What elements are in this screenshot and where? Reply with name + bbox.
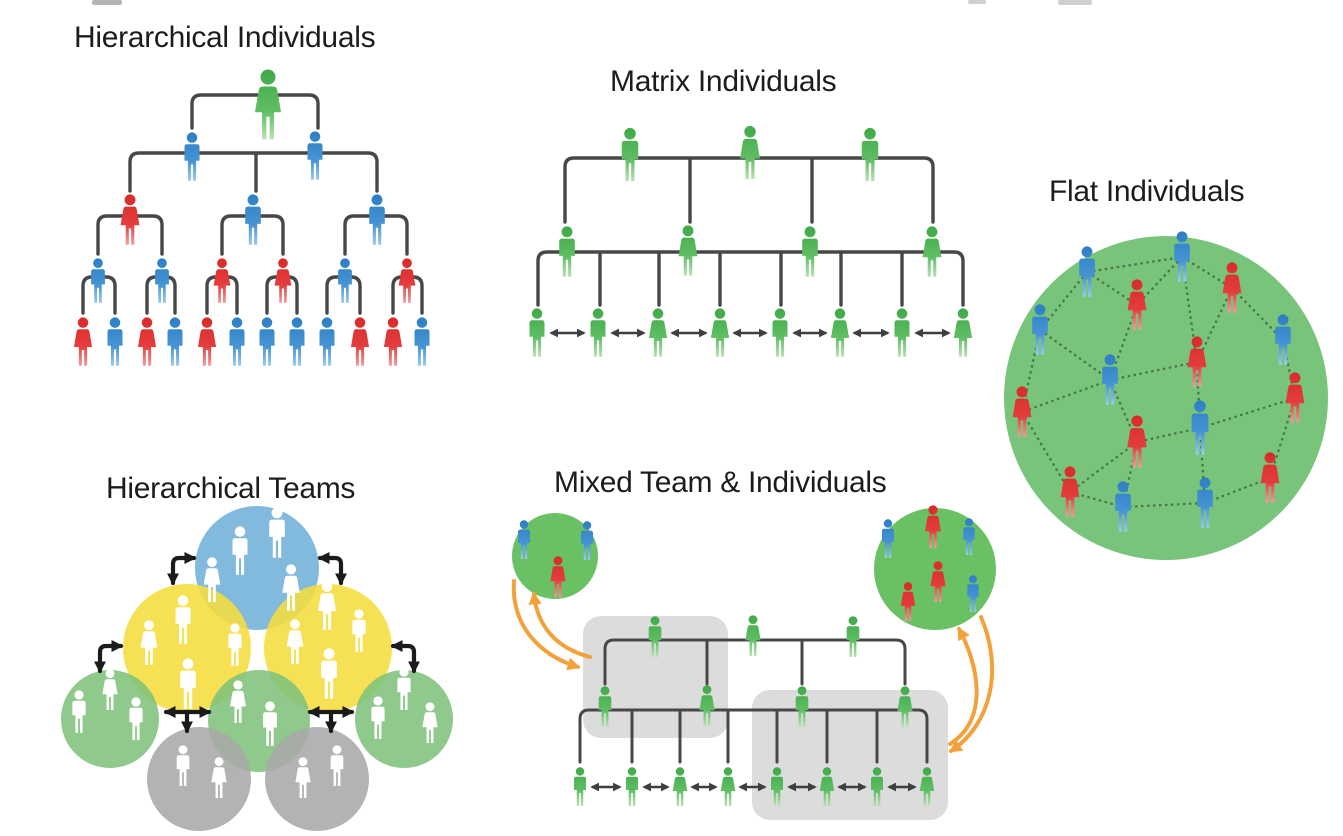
hierarchical-individuals-diagram [73, 69, 430, 366]
network-edge [1136, 426, 1201, 444]
network-edge [1069, 441, 1138, 493]
person-icon-green [621, 127, 639, 182]
network-edge [1231, 287, 1284, 341]
person-icon-green [672, 767, 688, 806]
person-icon-green [590, 308, 606, 357]
gray-team-right [265, 727, 369, 831]
person-icon-green [846, 616, 860, 657]
team-link-arrow [94, 640, 124, 674]
network-edge [1021, 378, 1111, 414]
team-link-arrow [390, 640, 420, 674]
cropped-edge-artifact [1058, 0, 1092, 5]
green-team-right [355, 670, 453, 768]
left-team-circle [512, 513, 598, 599]
person-icon-blue [91, 258, 105, 303]
network-edge [1181, 256, 1233, 289]
person-icon-red [350, 317, 370, 366]
network-edge [1136, 256, 1183, 306]
person-icon-red [197, 317, 217, 366]
cropped-edge-artifact [968, 0, 986, 4]
org-connector [190, 93, 320, 130]
person-icon-green [626, 767, 638, 806]
person-icon-green [802, 226, 818, 277]
person-icon-green [953, 308, 973, 357]
network-edge [1199, 396, 1296, 430]
person-icon-green [648, 308, 668, 357]
person-icon-blue [319, 317, 335, 366]
network-edge [1086, 271, 1138, 306]
team-link-arrow [167, 552, 197, 586]
person-icon-green [678, 225, 698, 276]
person-icon-green [254, 69, 282, 140]
person-icon-blue [289, 317, 305, 366]
person-icon-green [922, 226, 942, 277]
person-icon-blue [414, 317, 430, 366]
person-icon-red [73, 317, 93, 366]
network-edge [1039, 329, 1111, 381]
flat-individuals-diagram [1004, 231, 1328, 560]
network-edge [1198, 427, 1207, 504]
person-icon-green [740, 125, 760, 180]
person-icon-green [894, 308, 910, 357]
team-cycle-arrow [948, 615, 995, 753]
person-icon-green [830, 308, 850, 357]
person-icon-red [383, 317, 403, 366]
person-icon-blue [245, 194, 261, 245]
org-connector [578, 708, 929, 764]
flat-team-circle [1004, 236, 1328, 560]
network-edge [1086, 255, 1183, 274]
person-icon-red [137, 317, 157, 366]
person-icon-red [274, 258, 292, 303]
person-icon-blue [338, 258, 352, 303]
gray-team-left [147, 727, 251, 831]
yellow-team-left [123, 584, 251, 712]
person-icon-blue [155, 258, 169, 303]
network-edge [1122, 501, 1206, 509]
person-icon-green [710, 308, 730, 357]
title-matrix-individuals: Matrix Individuals [610, 65, 837, 98]
title-mixed-team-individuals: Mixed Team & Individuals [554, 466, 887, 499]
network-edge [1109, 360, 1198, 382]
person-icon-blue [167, 317, 183, 366]
green-team-left [61, 670, 159, 768]
person-icon-red [213, 258, 231, 303]
org-connector [563, 156, 935, 224]
title-flat-individuals: Flat Individuals [1049, 175, 1245, 208]
team-cycle-arrow [948, 626, 979, 746]
team-cycle-arrow [511, 579, 581, 671]
person-icon-green [772, 308, 788, 357]
person-icon-green [745, 615, 761, 656]
person-icon-green [861, 127, 879, 182]
person-icon-blue [107, 317, 123, 366]
person-icon-red [398, 258, 416, 303]
person-icon-blue [307, 131, 323, 180]
person-icon-red [120, 194, 140, 245]
person-icon-blue [184, 132, 200, 181]
hierarchical-teams-diagram [61, 506, 453, 831]
title-hierarchical-teams: Hierarchical Teams [106, 472, 356, 505]
person-icon-green [720, 767, 736, 806]
network-edge [1039, 271, 1088, 331]
team-link-arrow [317, 552, 347, 586]
org-connector [536, 250, 965, 307]
team-highlight-rect [583, 616, 728, 738]
title-hierarchical-individuals: Hierarchical Individuals [74, 21, 376, 54]
person-icon-blue [369, 194, 385, 245]
team-cycle-arrow [528, 591, 592, 659]
person-icon-blue [229, 317, 245, 366]
matrix-individuals-diagram [529, 125, 973, 357]
org-connector [128, 151, 379, 193]
cropped-edge-artifact [92, 0, 122, 5]
person-icon-green [574, 767, 586, 806]
person-icon-blue [259, 317, 275, 366]
person-icon-green [529, 308, 545, 357]
person-icon-green [559, 226, 575, 277]
mixed-team-individuals-diagram [511, 505, 996, 820]
